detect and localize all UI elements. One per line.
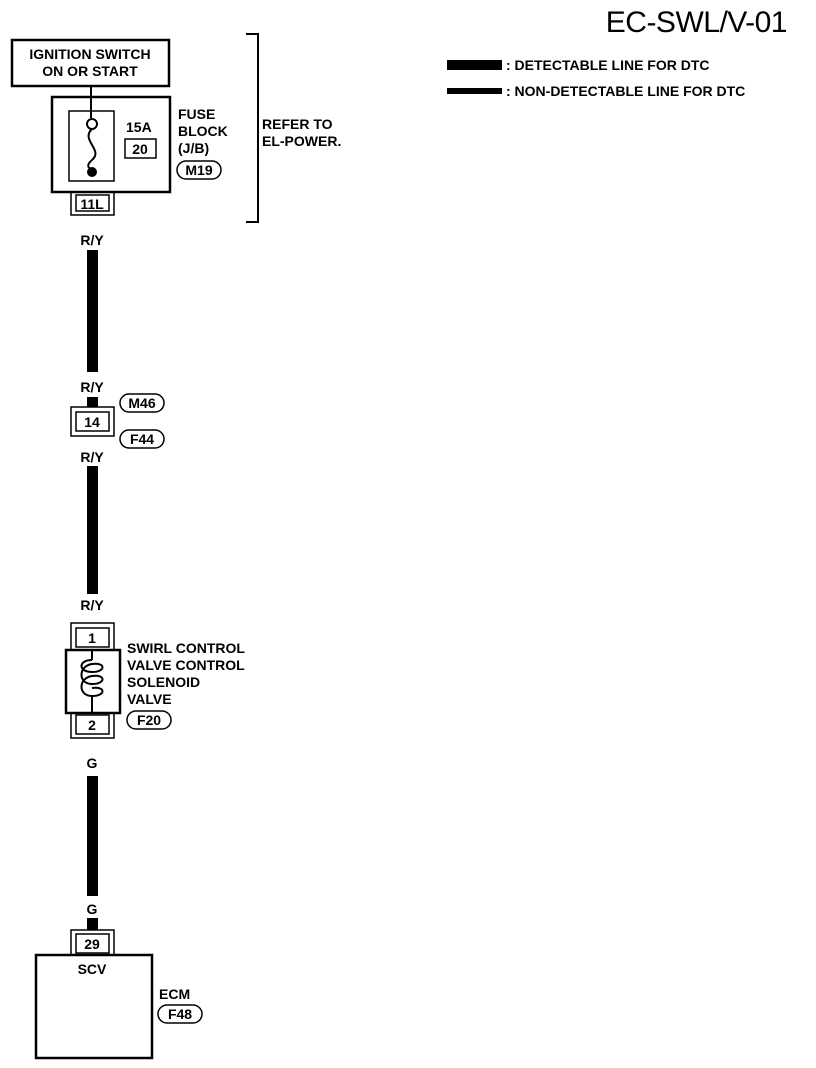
refer-to-line1: REFER TO [262,116,333,132]
legend-non-detectable-label: : NON-DETECTABLE LINE FOR DTC [506,83,745,99]
ecm-pin-name: SCV [78,961,107,977]
joint-terminal-box [75,411,110,432]
solenoid-valve: 1 2 SWIRL CONTROL VALVE CONTROL SOLENOID… [64,622,245,739]
joint-connector: 14 M46 F44 [70,393,165,449]
wire-1 [87,250,98,372]
ignition-switch: IGNITION SWITCH ON OR START [10,38,171,88]
ecm-terminal-housing [70,929,115,955]
joint-connector-lower: F44 [130,431,154,447]
fuse-block-name-line3: (J/B) [178,140,209,156]
fuse-bottom-contact [87,167,97,177]
legend-detectable-label: : DETECTABLE LINE FOR DTC [506,57,710,73]
ecm-terminal-box [75,933,110,954]
solenoid-in-terminal-box [75,627,110,648]
joint-terminal: 14 [84,414,100,430]
legend: : DETECTABLE LINE FOR DTC : NON-DETECTAB… [447,57,745,99]
wire-2-bottom-label: R/Y [80,597,104,613]
wire-1-bottom-label: R/Y [80,379,104,395]
solenoid-out-terminal-box [75,714,110,735]
ignition-switch-line2: ON OR START [42,63,138,79]
fuse-holder [68,110,115,182]
ecm: 29 SCV ECM F48 [34,929,203,1060]
fuse-block: 15A 20 FUSE BLOCK (J/B) M19 11L [50,86,228,216]
legend-non-detectable-swatch [447,88,502,94]
ecm-box [34,953,154,1060]
bracket-line [246,33,259,223]
ecm-connector-badge [157,1004,203,1024]
wire-3-bottom-label: G [87,901,98,917]
joint-connector-lower-badge [119,429,165,449]
joint-connector-upper-badge [119,393,165,413]
wire-segment-2: R/Y R/Y [80,449,104,613]
solenoid-name-line3: SOLENOID [127,674,200,690]
solenoid-name-line2: VALVE CONTROL [127,657,245,673]
fuse-terminal: 11L [80,196,104,212]
solenoid-connector-badge [126,710,172,730]
solenoid-in-housing [70,622,115,650]
legend-detectable-swatch [447,60,502,70]
fuse-block-box [50,95,172,194]
solenoid-in-terminal: 1 [88,630,96,646]
wire-segment-1: R/Y R/Y [80,232,104,407]
ecm-connector: F48 [168,1006,192,1022]
fuse-block-name-line2: BLOCK [178,123,228,139]
ecm-terminal: 29 [84,936,100,952]
ignition-switch-box [10,38,171,88]
solenoid-out-terminal: 2 [88,717,96,733]
fuse-block-name-line1: FUSE [178,106,215,122]
wire-3 [87,776,98,896]
wire-1-top-label: R/Y [80,232,104,248]
fuse-number: 20 [132,141,148,157]
wire-3-stub [87,918,98,930]
fuse-number-box [124,138,157,159]
solenoid-out-housing [70,713,115,739]
wire-2-top-label: R/Y [80,449,104,465]
page-code: EC-SWL/V-01 [606,6,787,39]
wire-segment-3: G G [87,755,98,930]
fuse-terminal-box [75,194,110,212]
fuse-top-contact [86,118,98,130]
solenoid-name-line1: SWIRL CONTROL [127,640,245,656]
solenoid-name-line4: VALVE [127,691,172,707]
joint-connector-upper: M46 [128,395,155,411]
wire-3-top-label: G [87,755,98,771]
solenoid-connector: F20 [137,712,161,728]
fuse-amperage: 15A [126,119,152,135]
refer-bracket: REFER TO EL-POWER. [246,33,341,223]
ecm-name: ECM [159,986,190,1002]
refer-to-line2: EL-POWER. [262,133,341,149]
fuse-block-connector: M19 [185,162,212,178]
wire-1-stub [87,397,98,407]
wire-2 [87,466,98,594]
joint-connector-housing [70,406,115,437]
fuse-block-connector-badge [176,160,222,180]
ignition-switch-line1: IGNITION SWITCH [29,46,150,62]
fuse-terminal-housing [70,192,115,216]
